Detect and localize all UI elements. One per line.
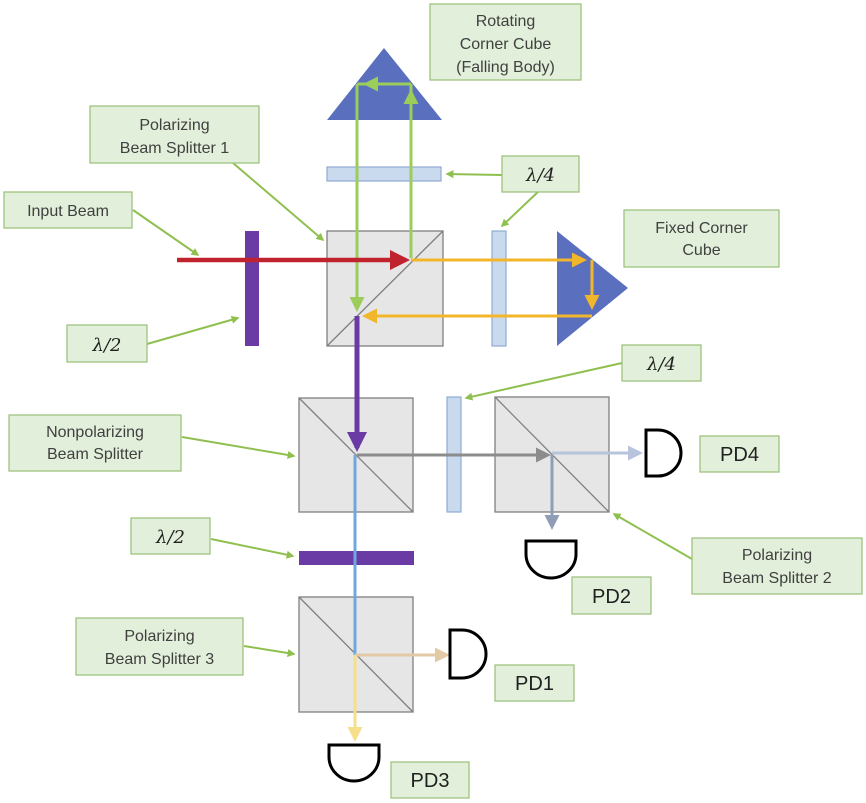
leader-lambda4-top (445, 170, 503, 179)
leader-npbs (181, 436, 296, 459)
label-lambda4-mid: λ/4 (621, 344, 702, 382)
svg-text:Beam Splitter: Beam Splitter (47, 446, 144, 463)
photodetector-pd2 (524, 539, 578, 580)
label-pbs2: Polarizing Beam Splitter 2 (691, 537, 863, 595)
svg-text:Cube: Cube (682, 242, 720, 259)
label-pbs1: Polarizing Beam Splitter 1 (89, 105, 260, 164)
label-npbs: Nonpolarizing Beam Splitter (8, 414, 182, 472)
photodetector-pd4 (644, 428, 683, 478)
svg-text:Beam Splitter 3: Beam Splitter 3 (105, 651, 214, 668)
quarter-wave-plate-top (326, 166, 442, 182)
label-lambda2-bottom: λ/2 (130, 517, 211, 555)
label-lambda4-top: λ/4 (501, 155, 580, 193)
svg-text:Polarizing: Polarizing (742, 547, 812, 564)
svg-text:Polarizing: Polarizing (124, 628, 194, 645)
svg-text:Nonpolarizing: Nonpolarizing (46, 424, 144, 441)
svg-text:PD2: PD2 (592, 586, 631, 608)
photodetector-pd3 (327, 743, 381, 783)
polarizing-beam-splitter-1 (326, 230, 444, 347)
svg-text:λ/2: λ/2 (155, 527, 185, 548)
label-fixed-corner-cube: Fixed Corner Cube (623, 209, 780, 268)
label-pd1: PD1 (494, 664, 575, 702)
svg-text:λ/2: λ/2 (92, 335, 122, 356)
quarter-wave-plate-fixed (491, 230, 507, 347)
label-lambda2-top: λ/2 (66, 324, 148, 363)
label-pd3: PD3 (390, 761, 470, 799)
svg-text:Rotating: Rotating (476, 13, 536, 30)
svg-text:Polarizing: Polarizing (139, 117, 209, 134)
half-wave-plate-input (245, 231, 259, 346)
leader-pbs3 (243, 645, 296, 657)
leader-pbs2 (612, 513, 693, 560)
label-pd4: PD4 (699, 435, 780, 473)
svg-text:Beam Splitter 2: Beam Splitter 2 (722, 570, 831, 587)
svg-text:PD4: PD4 (720, 444, 759, 466)
svg-text:Input Beam: Input Beam (27, 203, 109, 220)
svg-text:Beam Splitter 1: Beam Splitter 1 (120, 140, 229, 157)
photodetector-pd1 (448, 628, 488, 680)
leader-lambda4-mid (464, 362, 623, 401)
svg-text:Corner Cube: Corner Cube (460, 36, 552, 53)
svg-text:PD1: PD1 (515, 673, 554, 695)
svg-text:PD3: PD3 (411, 770, 450, 792)
leader-lambda2-top (146, 315, 240, 345)
leader-lambda4-fixed (500, 189, 541, 228)
leader-pbs1 (232, 162, 325, 242)
leader-lambda2-bottom (210, 538, 295, 559)
label-pd2: PD2 (571, 576, 652, 615)
leader-input-beam (132, 209, 200, 256)
svg-text:λ/4: λ/4 (646, 354, 676, 375)
svg-text:λ/4: λ/4 (525, 165, 555, 186)
label-pbs3: Polarizing Beam Splitter 3 (75, 617, 244, 676)
label-input-beam: Input Beam (3, 191, 133, 229)
label-rotating-corner-cube: Rotating Corner Cube (Falling Body) (429, 3, 582, 81)
svg-text:(Falling Body): (Falling Body) (456, 59, 555, 76)
svg-text:Fixed Corner: Fixed Corner (655, 220, 748, 237)
